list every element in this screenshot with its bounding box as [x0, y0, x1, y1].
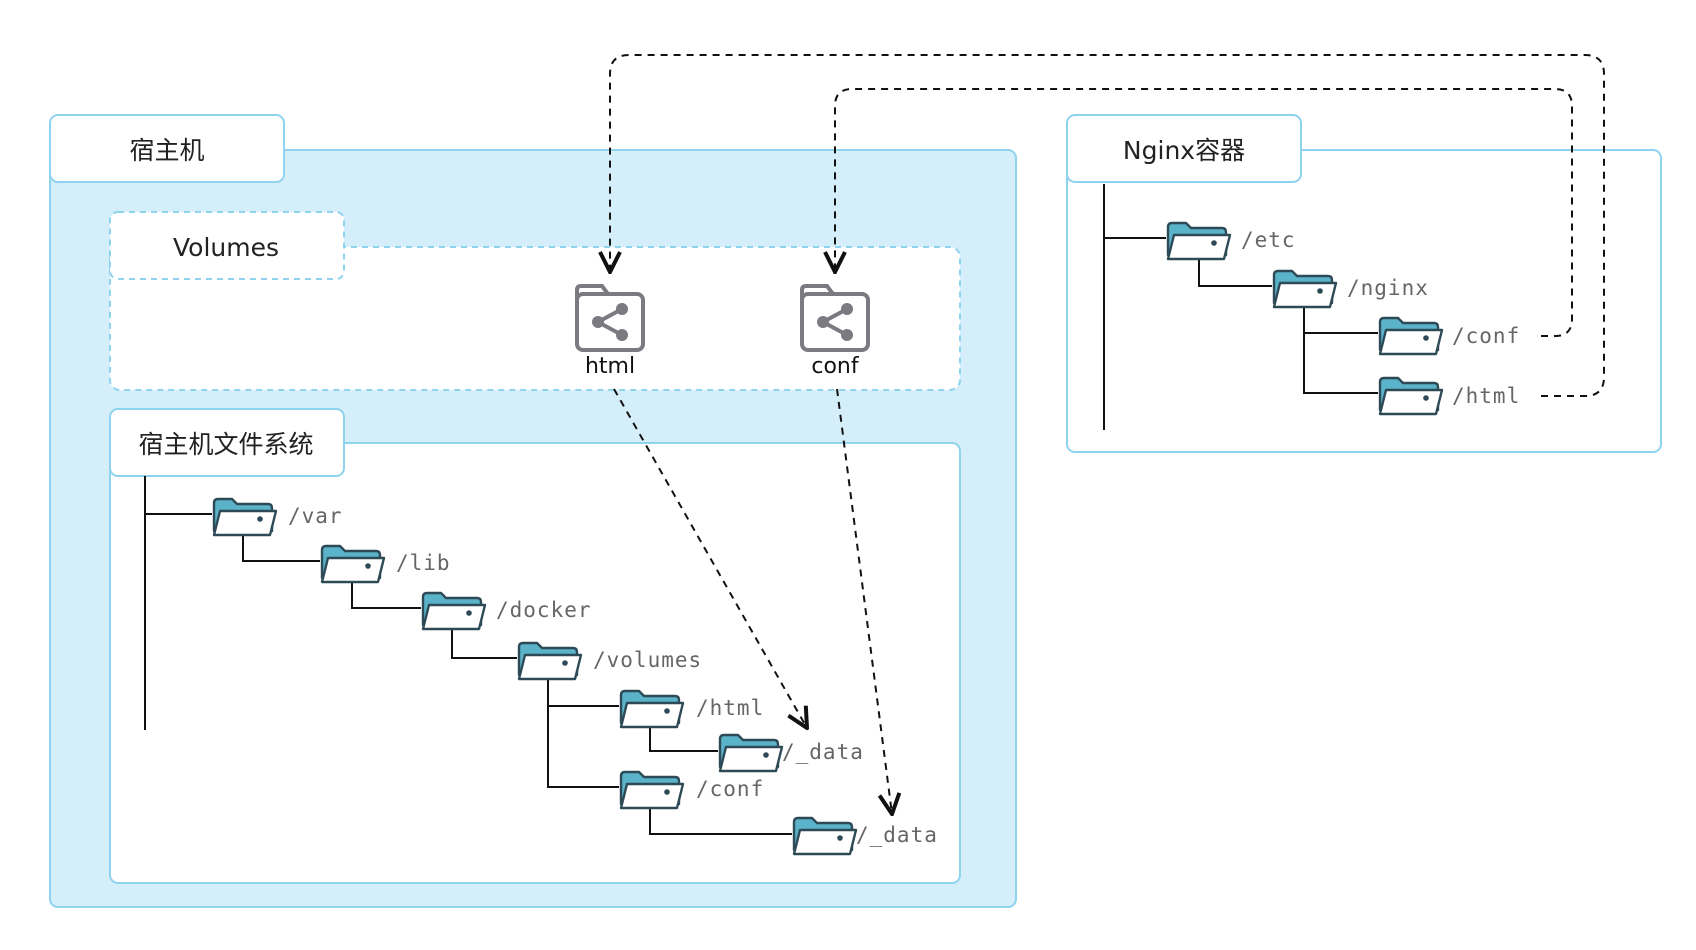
mapping-connectors	[610, 54, 1605, 814]
folder-host-conf-label: /conf	[696, 777, 764, 801]
connector-nginx-html-to-volume-html	[610, 54, 1605, 397]
folder-nginx-html: /html	[1378, 376, 1520, 416]
folder-lib: /lib	[320, 544, 451, 584]
nginx-title-tab	[1066, 114, 1302, 183]
folder-docker-label: /docker	[496, 598, 592, 622]
folder-lib-label: /lib	[396, 551, 451, 575]
folder-nginx: /nginx	[1272, 269, 1429, 309]
folder-icon	[718, 733, 784, 773]
folder-icon	[1166, 221, 1232, 261]
folder-html-data: /_data	[718, 733, 864, 773]
folder-icon	[212, 497, 278, 537]
folder-nginx-label: /nginx	[1347, 276, 1429, 300]
host-fs-tree-lines	[144, 476, 792, 835]
folder-volumes-label: /volumes	[593, 648, 702, 672]
volumes-title: Volumes	[173, 233, 279, 262]
folder-conf-data: /_data	[792, 816, 938, 856]
folder-nginx-conf-label: /conf	[1452, 324, 1520, 348]
host-fs-title-tab	[109, 408, 345, 477]
folder-host-html: /html	[619, 689, 764, 729]
connector-volume-html-to-data	[613, 388, 807, 728]
nginx-title: Nginx容器	[1123, 136, 1245, 165]
folder-etc: /etc	[1166, 221, 1296, 261]
volume-conf-label: conf	[811, 354, 859, 379]
folder-docker: /docker	[421, 591, 592, 631]
volume-conf: conf	[800, 284, 870, 379]
folder-nginx-html-label: /html	[1452, 384, 1520, 408]
folder-icon	[517, 641, 583, 681]
folder-icon	[421, 591, 487, 631]
folder-icon	[320, 544, 386, 584]
volume-html: html	[575, 284, 645, 379]
folder-icon	[619, 689, 685, 729]
folder-icon	[619, 770, 685, 810]
folder-host-html-label: /html	[696, 696, 764, 720]
volumes-panel: Volumes	[109, 211, 961, 391]
connector-nginx-conf-to-volume-conf	[835, 88, 1573, 337]
folder-etc-label: /etc	[1241, 228, 1296, 252]
folder-var-label: /var	[288, 504, 343, 528]
folder-volumes: /volumes	[517, 641, 702, 681]
nginx-tree-lines	[1103, 184, 1378, 430]
nginx-panel: Nginx容器	[1066, 114, 1662, 453]
folder-icon	[1378, 316, 1444, 356]
folder-conf-data-label: /_data	[856, 823, 938, 847]
folder-var: /var	[212, 497, 343, 537]
folder-nginx-conf: /conf	[1378, 316, 1520, 356]
connector-volume-conf-to-data	[836, 388, 892, 814]
folder-icon	[792, 816, 858, 856]
host-fs-title: 宿主机文件系统	[138, 430, 313, 459]
folder-icon	[1272, 269, 1338, 309]
folder-host-conf: /conf	[619, 770, 764, 810]
folder-html-data-label: /_data	[782, 740, 864, 764]
volume-html-label: html	[585, 354, 635, 379]
volumes-title-tab	[109, 211, 345, 280]
folder-icon	[1378, 376, 1444, 416]
host-title-tab	[49, 114, 285, 183]
host-title: 宿主机	[129, 136, 204, 165]
